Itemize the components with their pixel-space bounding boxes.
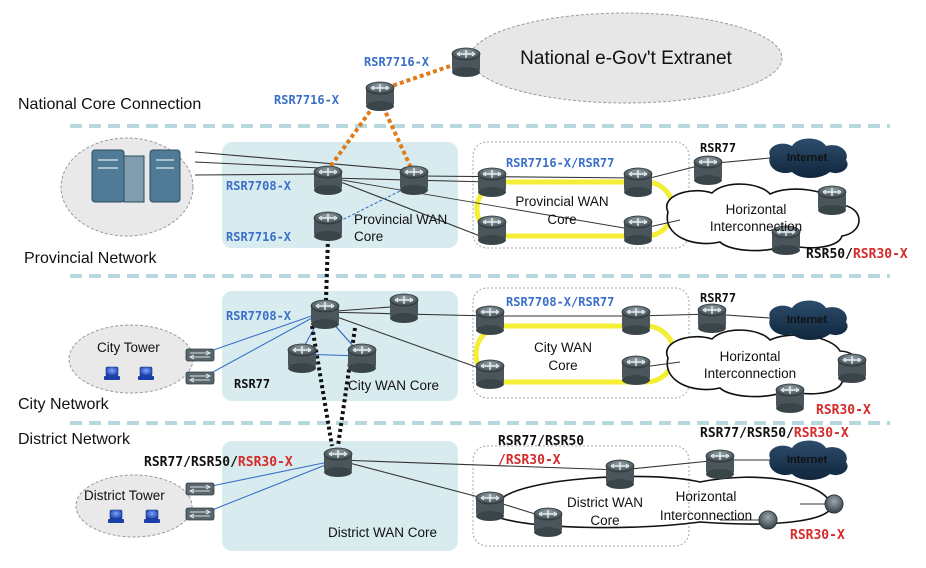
provincial-core-box bbox=[222, 142, 458, 248]
prov-wan-label-2: Core bbox=[547, 212, 576, 227]
city-tower-ellipse bbox=[68, 324, 194, 394]
city-internet-label: Internet bbox=[787, 314, 828, 326]
district-internet-label: Internet bbox=[787, 454, 828, 466]
district-horiz-label-2: Interconnection bbox=[660, 508, 752, 523]
router-district-main-icon bbox=[323, 447, 353, 478]
prov-horiz-label-1: Horizontal bbox=[726, 202, 787, 217]
district-core-box bbox=[222, 441, 458, 551]
router-district-wan-2-icon bbox=[475, 491, 505, 522]
district-router-prefix: RSR77/RSR50/ bbox=[144, 455, 238, 470]
server-icon bbox=[91, 149, 181, 203]
city-internet-cloud bbox=[769, 300, 848, 340]
city-edge-router-label: RSR77 bbox=[700, 291, 736, 305]
router-prov-wan-1-icon bbox=[477, 167, 507, 198]
district-wan-router-label-2: /RSR30-X bbox=[498, 453, 561, 468]
district-section-label: District Network bbox=[18, 431, 131, 448]
section-dividers bbox=[70, 124, 890, 425]
user-district-1-icon bbox=[107, 509, 125, 524]
district-wan-label-1: District WAN bbox=[567, 495, 643, 510]
city-access-router-label: RSR77 bbox=[234, 377, 270, 391]
national-router-left-label: RSR7716-X bbox=[274, 93, 340, 107]
city-branch-label: RSR30-X bbox=[816, 403, 871, 418]
prov-core-label-1: Provincial WAN bbox=[354, 212, 447, 227]
city-section-label: City Network bbox=[18, 396, 110, 413]
switch-city-2-icon bbox=[185, 371, 215, 385]
district-tower-ellipse bbox=[75, 474, 193, 538]
router-city-wan-1-icon bbox=[475, 305, 505, 336]
router-city-core-2-icon bbox=[347, 343, 377, 374]
city-horiz-label-1: Horizontal bbox=[720, 349, 781, 364]
switch-district-1-icon bbox=[185, 482, 215, 496]
router-city-horiz-1-icon bbox=[837, 353, 867, 384]
provincial-internet-cloud bbox=[769, 138, 848, 178]
city-core-label: City WAN Core bbox=[348, 378, 439, 393]
router-city-main-icon bbox=[310, 299, 340, 330]
prov-branch-prefix: RSR50/ bbox=[806, 247, 853, 262]
router-prov-edge-icon bbox=[693, 155, 723, 186]
switch-city-1-icon bbox=[185, 348, 215, 362]
prov-core-label-2: Core bbox=[354, 229, 383, 244]
prov-branch-label: RSR50/RSR30-X bbox=[806, 247, 908, 262]
router-extranet-icon bbox=[451, 47, 481, 78]
router-prov-wan-3-icon bbox=[623, 167, 653, 198]
extranet-label: National e-Gov't Extranet bbox=[520, 48, 732, 69]
prov-edge-router-label: RSR77 bbox=[700, 141, 736, 155]
provincial-horizontal-cloud bbox=[665, 183, 860, 252]
national-section-label: National Core Connection bbox=[18, 96, 201, 113]
router-prov-core-c-icon bbox=[313, 211, 343, 242]
district-horiz-label-1: Horizontal bbox=[676, 489, 737, 504]
prov-router-a-label: RSR7708-X bbox=[226, 179, 292, 193]
router-city-wan-2-icon bbox=[475, 359, 505, 390]
router-district-edge-icon bbox=[705, 449, 735, 480]
district-core-label: District WAN Core bbox=[328, 525, 437, 540]
city-wan-box bbox=[472, 287, 690, 399]
user-district-2-icon bbox=[143, 509, 161, 524]
router-national-icon bbox=[365, 81, 395, 112]
district-edge-label: RSR77/RSR50/RSR30-X bbox=[700, 426, 849, 441]
national-router-top-label: RSR7716-X bbox=[364, 55, 430, 69]
user-city-1-icon bbox=[103, 366, 121, 381]
city-wan-routers-label: RSR7708-X/RSR77 bbox=[506, 295, 614, 309]
city-tower-label: City Tower bbox=[97, 340, 160, 355]
prov-internet-label: Internet bbox=[787, 152, 828, 164]
prov-branch-suffix: RSR30-X bbox=[853, 247, 908, 262]
router-city-horiz-2-icon bbox=[775, 383, 805, 414]
router-district-wan-3-icon bbox=[533, 507, 563, 538]
router-prov-core-b-icon bbox=[399, 165, 429, 196]
district-wan-label-2: Core bbox=[590, 513, 619, 528]
prov-horiz-label-2: Interconnection bbox=[710, 219, 802, 234]
router-city-edge-icon bbox=[697, 303, 727, 334]
national-links bbox=[326, 60, 463, 172]
router-prov-horiz-1-icon bbox=[817, 185, 847, 216]
prov-router-b-label: RSR7716-X bbox=[226, 230, 292, 244]
district-edge-prefix: RSR77/RSR50/ bbox=[700, 426, 794, 441]
city-horiz-label-2: Interconnection bbox=[704, 366, 796, 381]
prov-wan-routers-label: RSR7716-X/RSR77 bbox=[506, 156, 614, 170]
router-district-horiz-2-icon bbox=[758, 510, 778, 530]
district-internet-cloud bbox=[769, 440, 848, 480]
provincial-section-label: Provincial Network bbox=[24, 250, 157, 267]
router-city-side-icon bbox=[389, 293, 419, 324]
router-city-wan-4-icon bbox=[621, 355, 651, 386]
city-wan-label-2: Core bbox=[548, 358, 577, 373]
district-tower-label: District Tower bbox=[84, 488, 165, 503]
router-prov-core-a-icon bbox=[313, 165, 343, 196]
router-district-wan-1-icon bbox=[605, 459, 635, 490]
district-router-suffix: RSR30-X bbox=[238, 455, 293, 470]
user-city-2-icon bbox=[137, 366, 155, 381]
router-city-core-1-icon bbox=[287, 343, 317, 374]
city-router-main-label: RSR7708-X bbox=[226, 309, 292, 323]
switch-district-2-icon bbox=[185, 507, 215, 521]
district-branch-label: RSR30-X bbox=[790, 528, 845, 543]
router-prov-wan-2-icon bbox=[477, 215, 507, 246]
district-router-label: RSR77/RSR50/RSR30-X bbox=[144, 455, 293, 470]
district-edge-suffix: RSR30-X bbox=[794, 426, 849, 441]
router-prov-wan-4-icon bbox=[623, 215, 653, 246]
prov-wan-label-1: Provincial WAN bbox=[515, 194, 608, 209]
district-wan-router-label-1: RSR77/RSR50 bbox=[498, 434, 584, 449]
city-wan-label-1: City WAN bbox=[534, 340, 592, 355]
router-city-wan-3-icon bbox=[621, 305, 651, 336]
router-district-horiz-1-icon bbox=[824, 494, 844, 514]
